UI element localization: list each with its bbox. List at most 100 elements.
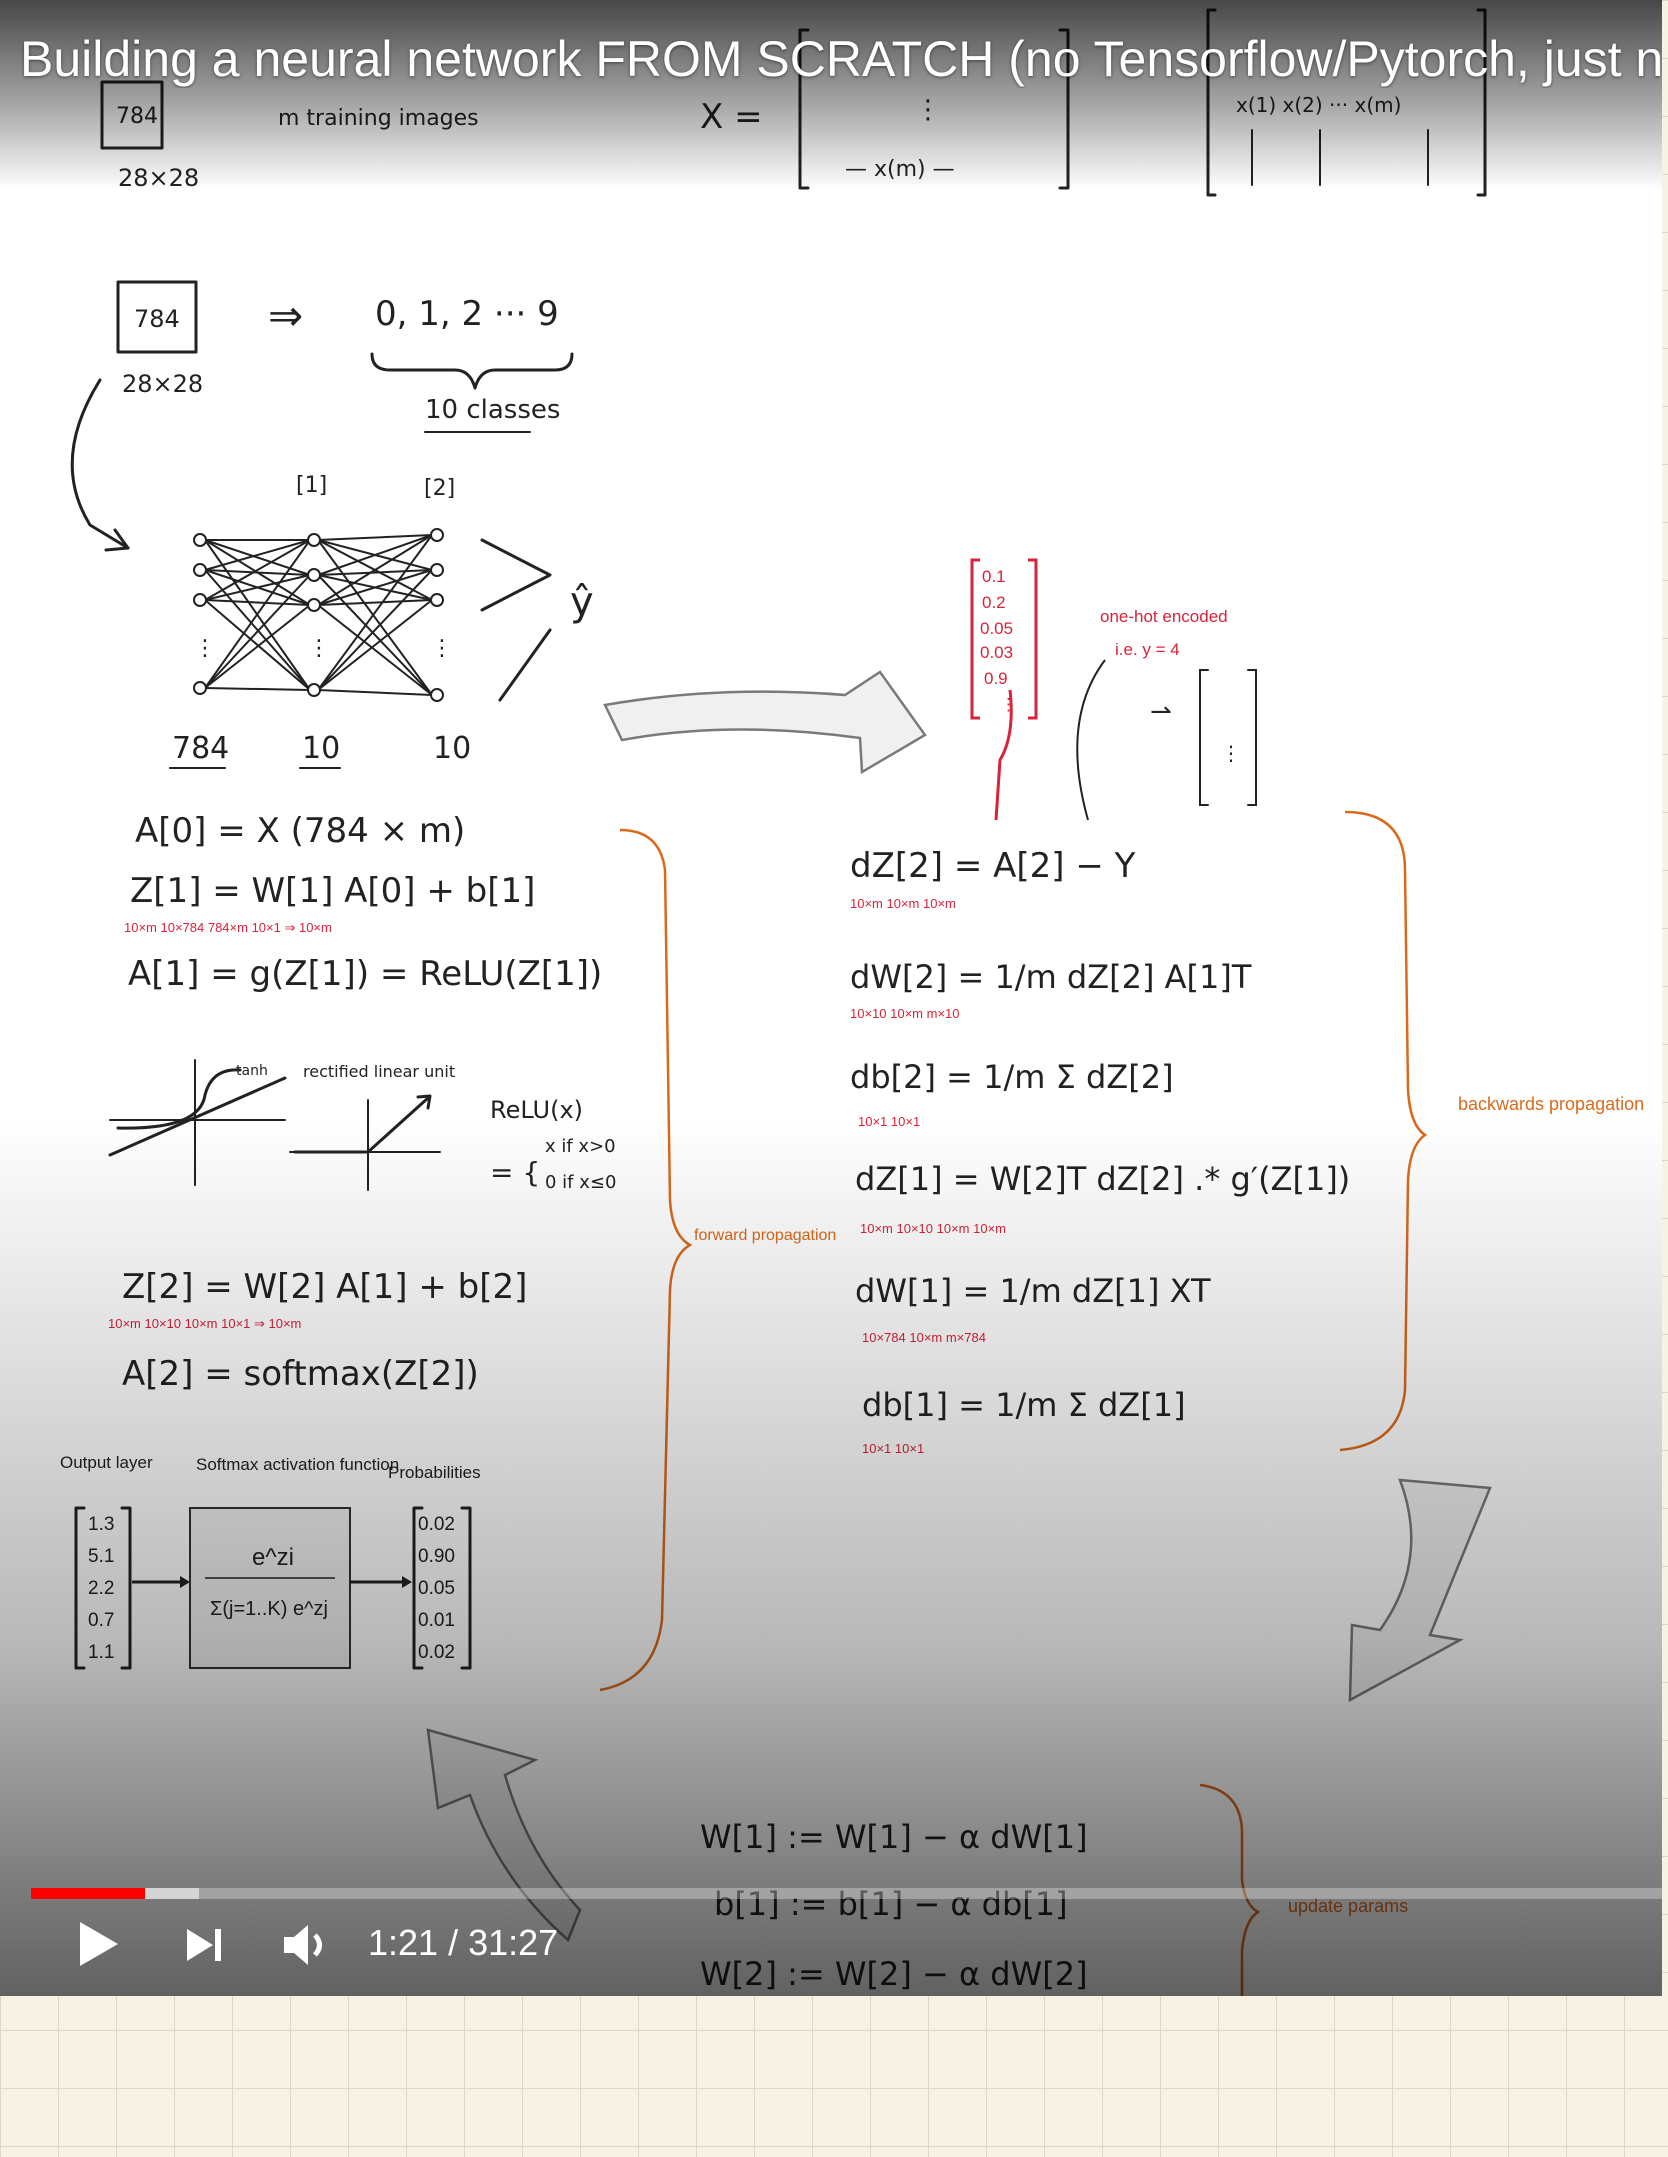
svg-text:⋮: ⋮: [915, 95, 941, 125]
svg-text:1.1: 1.1: [88, 1642, 114, 1663]
svg-text:0.03: 0.03: [980, 643, 1013, 662]
backward-eq-4: dZ[1] = W[2]T dZ[2] .* g′(Z[1]): [855, 1160, 1350, 1198]
svg-text:⋮: ⋮: [1000, 695, 1017, 714]
forward-eq-4: Z[2] = W[2] A[1] + b[2]: [122, 1267, 527, 1307]
play-button[interactable]: [68, 1914, 128, 1974]
input-box-top-label: 784: [116, 104, 158, 129]
svg-text:1.3: 1.3: [88, 1514, 114, 1535]
arrow-down: [1348, 1478, 1492, 1703]
play-icon: [80, 1922, 118, 1966]
video-player[interactable]: 784 28×28 m training images X = ⋮ — x(m)…: [0, 0, 1662, 1996]
video-title[interactable]: Building a neural network FROM SCRATCH (…: [20, 31, 1660, 87]
forward-eq-4-dims: 10×m 10×10 10×m 10×1 ⇒ 10×m: [108, 1316, 301, 1331]
forward-eq-1: A[0] = X (784 × m): [135, 811, 465, 851]
svg-text:⋮: ⋮: [431, 636, 453, 661]
x-matrix-row: — x(m) —: [845, 157, 955, 182]
network-diagram: [1] [2] ⋮ ⋮ ⋮ ŷ 784: [169, 473, 594, 769]
classes-count: 10 classes: [425, 395, 560, 425]
update-eq-1: W[1] := W[1] − α dW[1]: [700, 1818, 1088, 1856]
output-count: 10: [433, 731, 471, 766]
backward-eq-5-dims: 10×784 10×m m×784: [862, 1330, 986, 1345]
classes-brace: [370, 352, 574, 390]
forward-label: forward propagation: [694, 1227, 836, 1244]
svg-text:⇀: ⇀: [1150, 697, 1172, 727]
arrow-forward: [603, 670, 927, 775]
m-training-images-label: m training images: [278, 106, 479, 131]
backward-eq-4-dims: 10×m 10×10 10×m 10×m: [860, 1221, 1006, 1236]
backward-brace: [1339, 810, 1428, 1452]
input-count: 784: [172, 731, 229, 766]
backward-label: backwards propagation: [1458, 1094, 1644, 1114]
backward-eq-5: dW[1] = 1/m dZ[1] XT: [855, 1272, 1211, 1310]
x-equals: X =: [700, 97, 763, 137]
backward-section: 0.1 0.2 0.05 0.03 0.9 ⋮ one-hot encoded …: [850, 558, 1644, 1456]
progress-bar[interactable]: [31, 1888, 1662, 1899]
softmax-numerator: e^zi: [252, 1544, 294, 1571]
implies-arrow: ⇒: [268, 291, 303, 340]
tanh-label: tanh: [236, 1063, 268, 1079]
xt-matrix-cols: x(1) x(2) ··· x(m): [1236, 93, 1401, 117]
tanh-graph: [108, 1068, 287, 1157]
svg-text:0.05: 0.05: [980, 619, 1013, 638]
forward-eq-2-dims: 10×m 10×784 784×m 10×1 ⇒ 10×m: [124, 920, 332, 935]
relu-def: ReLU(x): [490, 1096, 583, 1124]
svg-text:0.2: 0.2: [982, 593, 1006, 612]
rectified-label: rectified linear unit: [303, 1062, 455, 1081]
control-bar: 1:21 / 31:27: [0, 1908, 1662, 1988]
svg-text:0.02: 0.02: [418, 1514, 455, 1535]
relu-case-1: x if x>0: [545, 1136, 616, 1157]
input-box-label: 784: [134, 305, 180, 333]
softmax-figure: Output layer Softmax activation function…: [60, 1453, 481, 1670]
backward-eq-1: dZ[2] = A[2] − Y: [850, 846, 1136, 886]
input-box-size: 28×28: [122, 370, 203, 398]
svg-text:0.9: 0.9: [984, 669, 1008, 688]
one-hot-label: one-hot encoded: [1100, 607, 1228, 626]
y-hat: ŷ: [570, 579, 594, 625]
input-box: [116, 280, 198, 354]
softmax-denominator: Σ(j=1..K) e^zj: [210, 1598, 328, 1620]
svg-text:⋮: ⋮: [308, 636, 330, 661]
relu-graph: [293, 1094, 432, 1154]
softmax-header-output: Output layer: [60, 1453, 153, 1472]
svg-text:0.7: 0.7: [88, 1610, 114, 1631]
svg-text:0.1: 0.1: [982, 567, 1006, 586]
input-box-top-size: 28×28: [118, 164, 199, 192]
one-hot-example: i.e. y = 4: [1115, 640, 1180, 659]
backward-eq-1-dims: 10×m 10×m 10×m: [850, 896, 956, 911]
classes-list: 0, 1, 2 ··· 9: [375, 294, 559, 334]
hidden-count: 10: [302, 731, 340, 766]
svg-text:0.02: 0.02: [418, 1642, 455, 1663]
svg-text:⋮: ⋮: [194, 636, 216, 661]
svg-text:5.1: 5.1: [88, 1546, 114, 1567]
layer2-tag: [2]: [424, 476, 455, 501]
relu-case-2: 0 if x≤0: [545, 1172, 616, 1193]
backward-eq-2: dW[2] = 1/m dZ[2] A[1]T: [850, 958, 1252, 996]
backward-eq-3: db[2] = 1/m Σ dZ[2]: [850, 1058, 1174, 1096]
input-to-network-arrow: [70, 378, 130, 550]
next-icon: [187, 1929, 221, 1961]
backward-eq-6: db[1] = 1/m Σ dZ[1]: [862, 1386, 1186, 1424]
next-button[interactable]: [180, 1920, 230, 1970]
backward-eq-6-dims: 10×1 10×1: [862, 1441, 924, 1456]
backward-eq-2-dims: 10×10 10×m m×10: [850, 1006, 960, 1021]
svg-text:0.01: 0.01: [418, 1610, 455, 1631]
softmax-header-prob: Probabilities: [388, 1463, 481, 1482]
whiteboard-frame: 784 28×28 m training images X = ⋮ — x(m)…: [60, 8, 1644, 1996]
softmax-header-func: Softmax activation function: [196, 1455, 399, 1474]
one-hot-vector: [1199, 669, 1257, 806]
time-display: 1:21 / 31:27: [368, 1922, 559, 1963]
volume-button[interactable]: [280, 1918, 334, 1972]
svg-text:= {: = {: [490, 1156, 540, 1189]
svg-text:⋮: ⋮: [1221, 741, 1241, 765]
svg-text:0.05: 0.05: [418, 1578, 455, 1599]
prob-vector-brackets: [970, 558, 1038, 720]
backward-eq-3-dims: 10×1 10×1: [858, 1114, 920, 1129]
forward-eq-3: A[1] = g(Z[1]) = ReLU(Z[1]): [128, 954, 602, 994]
svg-text:2.2: 2.2: [88, 1578, 114, 1599]
volume-icon: [284, 1925, 322, 1965]
classify-section: 784 28×28 ⇒ 0, 1, 2 ··· 9 10 classes: [70, 280, 574, 552]
forward-eq-5: A[2] = softmax(Z[2]): [122, 1354, 479, 1394]
svg-text:0.90: 0.90: [418, 1546, 455, 1567]
forward-eq-2: Z[1] = W[1] A[0] + b[1]: [130, 871, 535, 911]
layer1-tag: [1]: [296, 473, 327, 498]
